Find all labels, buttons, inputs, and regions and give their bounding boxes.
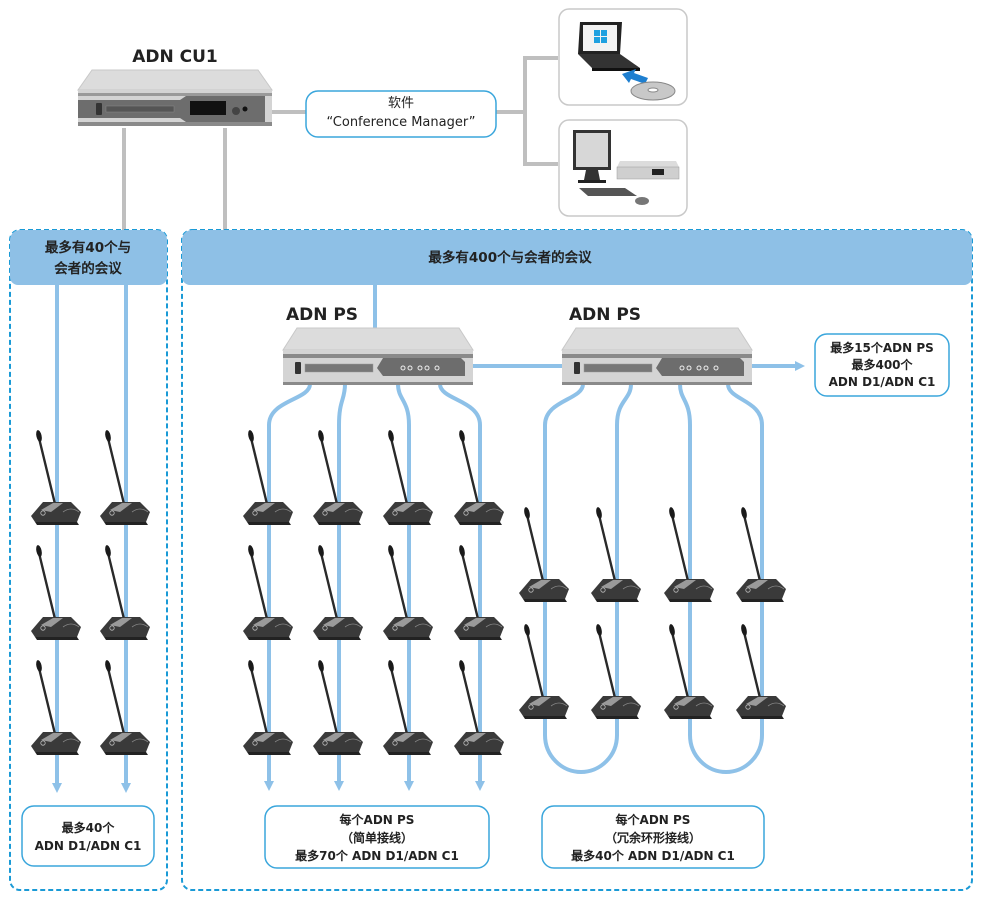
- ring-wiring-box: 每个ADN PS （冗余环形接线） 最多40个 ADN D1/ADN C1: [541, 805, 765, 869]
- zone-large: 最多有400个与会者的会议 ADN PS ADN PS 最多15个ADN PS …: [181, 229, 973, 891]
- simple-wiring-line2: （简单接线）: [341, 830, 413, 845]
- power-supply-2-label: ADN PS: [569, 305, 641, 325]
- ps-power-icon: [295, 362, 301, 374]
- software-label: 软件: [388, 96, 414, 111]
- cable-line: [678, 383, 692, 735]
- ps-stripe: [283, 354, 473, 358]
- windows-logo-icon: [594, 30, 607, 43]
- cable-line: [264, 383, 312, 791]
- ps-led: [407, 365, 413, 371]
- mouse-icon: [635, 197, 649, 205]
- ps-led: [434, 365, 440, 371]
- software-name: “Conference Manager”: [327, 115, 476, 130]
- zone-small: 最多有40个与 会者的会议 最多40个 ADN D1/ADN C1: [9, 229, 168, 891]
- ps-led: [417, 365, 423, 371]
- ps-power-icon: [574, 362, 580, 374]
- ps-panel: [656, 358, 744, 376]
- ps-led: [424, 365, 430, 371]
- cable-line: [615, 383, 633, 735]
- laptop-icon: [578, 22, 640, 71]
- zone-small-cables: [52, 285, 131, 793]
- expansion-line1: 最多15个ADN PS: [830, 340, 934, 355]
- ps-top: [561, 327, 753, 351]
- power-supply-1-label: ADN PS: [286, 305, 358, 325]
- cable-loop: [688, 734, 764, 774]
- expansion-box: 最多15个ADN PS 最多400个 ADN D1/ADN C1: [814, 333, 950, 397]
- ps-top: [282, 327, 474, 351]
- keyboard-icon: [579, 188, 637, 196]
- ring-wiring-line1: 每个ADN PS: [616, 812, 691, 827]
- power-supply-1-device: [282, 327, 474, 385]
- zone-large-units: [241, 428, 788, 757]
- cable-line: [543, 383, 585, 735]
- central-unit-label: ADN CU1: [132, 47, 218, 67]
- central-unit-small-icon: [616, 161, 680, 180]
- monitor-icon: [573, 130, 611, 183]
- power-supply-2: ADN PS: [561, 305, 753, 385]
- cable-loop: [543, 734, 619, 774]
- cable-line: [726, 383, 764, 735]
- simple-wiring-line3: 最多70个 ADN D1/ADN C1: [295, 848, 459, 863]
- expansion-line3: ADN D1/ADN C1: [829, 375, 936, 389]
- ps-led: [713, 365, 719, 371]
- desktop-panel: [558, 119, 688, 217]
- ps-panel: [377, 358, 465, 376]
- power-supply-1: ADN PS: [282, 305, 474, 385]
- simple-wiring-box: 每个ADN PS （简单接线） 最多70个 ADN D1/ADN C1: [264, 805, 490, 869]
- ps-led: [679, 365, 685, 371]
- zone-large-cables: [264, 383, 764, 791]
- zone-small-footer-line2: ADN D1/ADN C1: [35, 839, 142, 853]
- ps-base: [283, 382, 473, 385]
- gray-cables: [122, 56, 558, 232]
- ps-led: [686, 365, 692, 371]
- zone-small-banner-line1: 最多有40个与: [45, 239, 131, 256]
- central-unit-device: [77, 69, 273, 126]
- zone-small-footer-line1: 最多40个: [62, 820, 116, 835]
- cable-line: [438, 383, 485, 791]
- expansion-line2: 最多400个: [851, 357, 913, 372]
- ps-vent: [583, 363, 653, 373]
- zone-small-banner-line2: 会者的会议: [54, 260, 122, 277]
- ps-base: [562, 382, 752, 385]
- cable-line: [396, 383, 414, 791]
- central-unit: ADN CU1: [77, 47, 273, 126]
- software-box: 软件 “Conference Manager”: [305, 90, 497, 138]
- ring-wiring-line3: 最多40个 ADN D1/ADN C1: [571, 848, 735, 863]
- simple-wiring-line1: 每个ADN PS: [340, 812, 415, 827]
- laptop-panel: [558, 8, 688, 106]
- ps-led: [400, 365, 406, 371]
- zone-small-units: [29, 428, 152, 757]
- cable-line: [334, 383, 347, 791]
- ps-led: [696, 365, 702, 371]
- ps-led: [703, 365, 709, 371]
- power-supply-2-device: [561, 327, 753, 385]
- cd-icon: [630, 81, 676, 101]
- ps-stripe: [562, 354, 752, 358]
- ps-vent: [304, 363, 374, 373]
- zone-large-banner: 最多有400个与会者的会议: [428, 249, 592, 266]
- insert-arrow-icon: [622, 69, 648, 84]
- ring-wiring-line2: （冗余环形接线）: [605, 830, 701, 845]
